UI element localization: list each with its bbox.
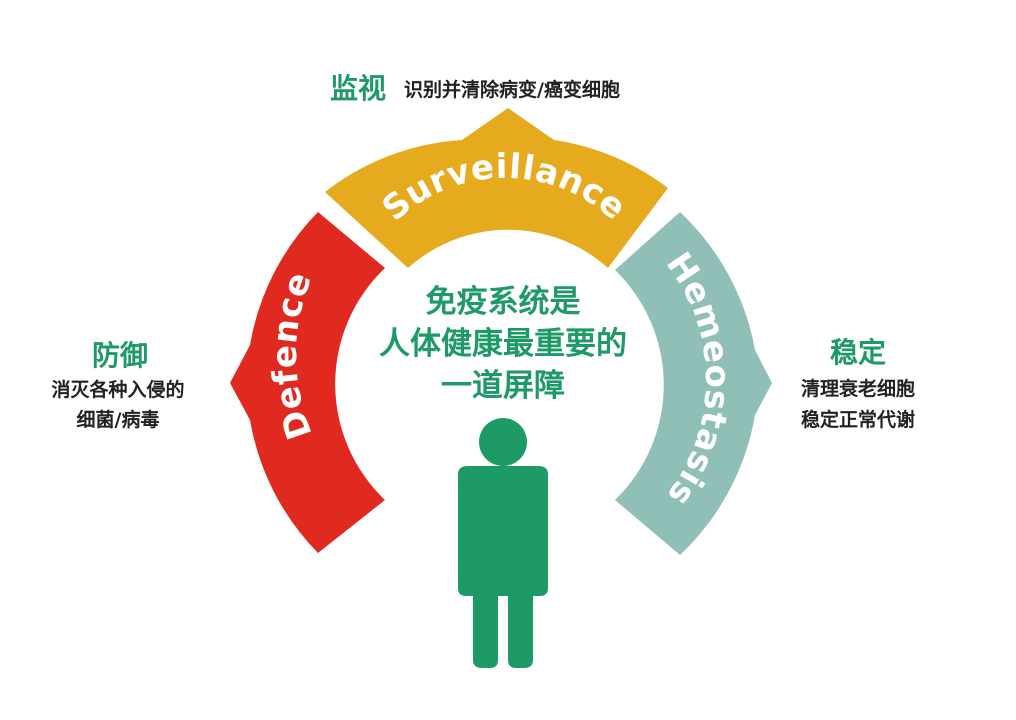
defence-arc	[230, 212, 385, 553]
hemeostasis-description-line1: 清理衰老细胞	[801, 377, 915, 400]
hemeostasis-description-line2: 稳定正常代谢	[801, 408, 915, 431]
person-icon	[458, 418, 548, 668]
hemeostasis-segment: Hemeostasis	[615, 212, 772, 555]
surveillance-description: 识别并清除病变/癌变细胞	[404, 78, 620, 101]
surveillance-arc	[325, 108, 668, 268]
center-line-2: 人体健康最重要的	[379, 326, 627, 362]
defence-description-line1: 消灭各种入侵的	[51, 378, 184, 401]
defence-caption: 防御 消灭各种入侵的 细菌/病毒	[51, 339, 184, 431]
surveillance-segment: Surveillance	[325, 108, 668, 268]
defence-description-line2: 细菌/病毒	[77, 408, 160, 431]
defence-title: 防御	[92, 339, 148, 372]
center-line-1: 免疫系统是	[426, 284, 581, 320]
surveillance-title: 监视	[330, 72, 386, 105]
center-message: 免疫系统是 人体健康最重要的 一道屏障	[379, 284, 627, 404]
surveillance-caption: 监视 识别并清除病变/癌变细胞	[330, 72, 620, 105]
center-line-3: 一道屏障	[441, 368, 565, 404]
defence-segment: Defence	[230, 212, 385, 553]
hemeostasis-arc	[615, 212, 772, 555]
hemeostasis-title: 稳定	[830, 336, 886, 369]
hemeostasis-caption: 稳定 清理衰老细胞 稳定正常代谢	[801, 336, 915, 431]
